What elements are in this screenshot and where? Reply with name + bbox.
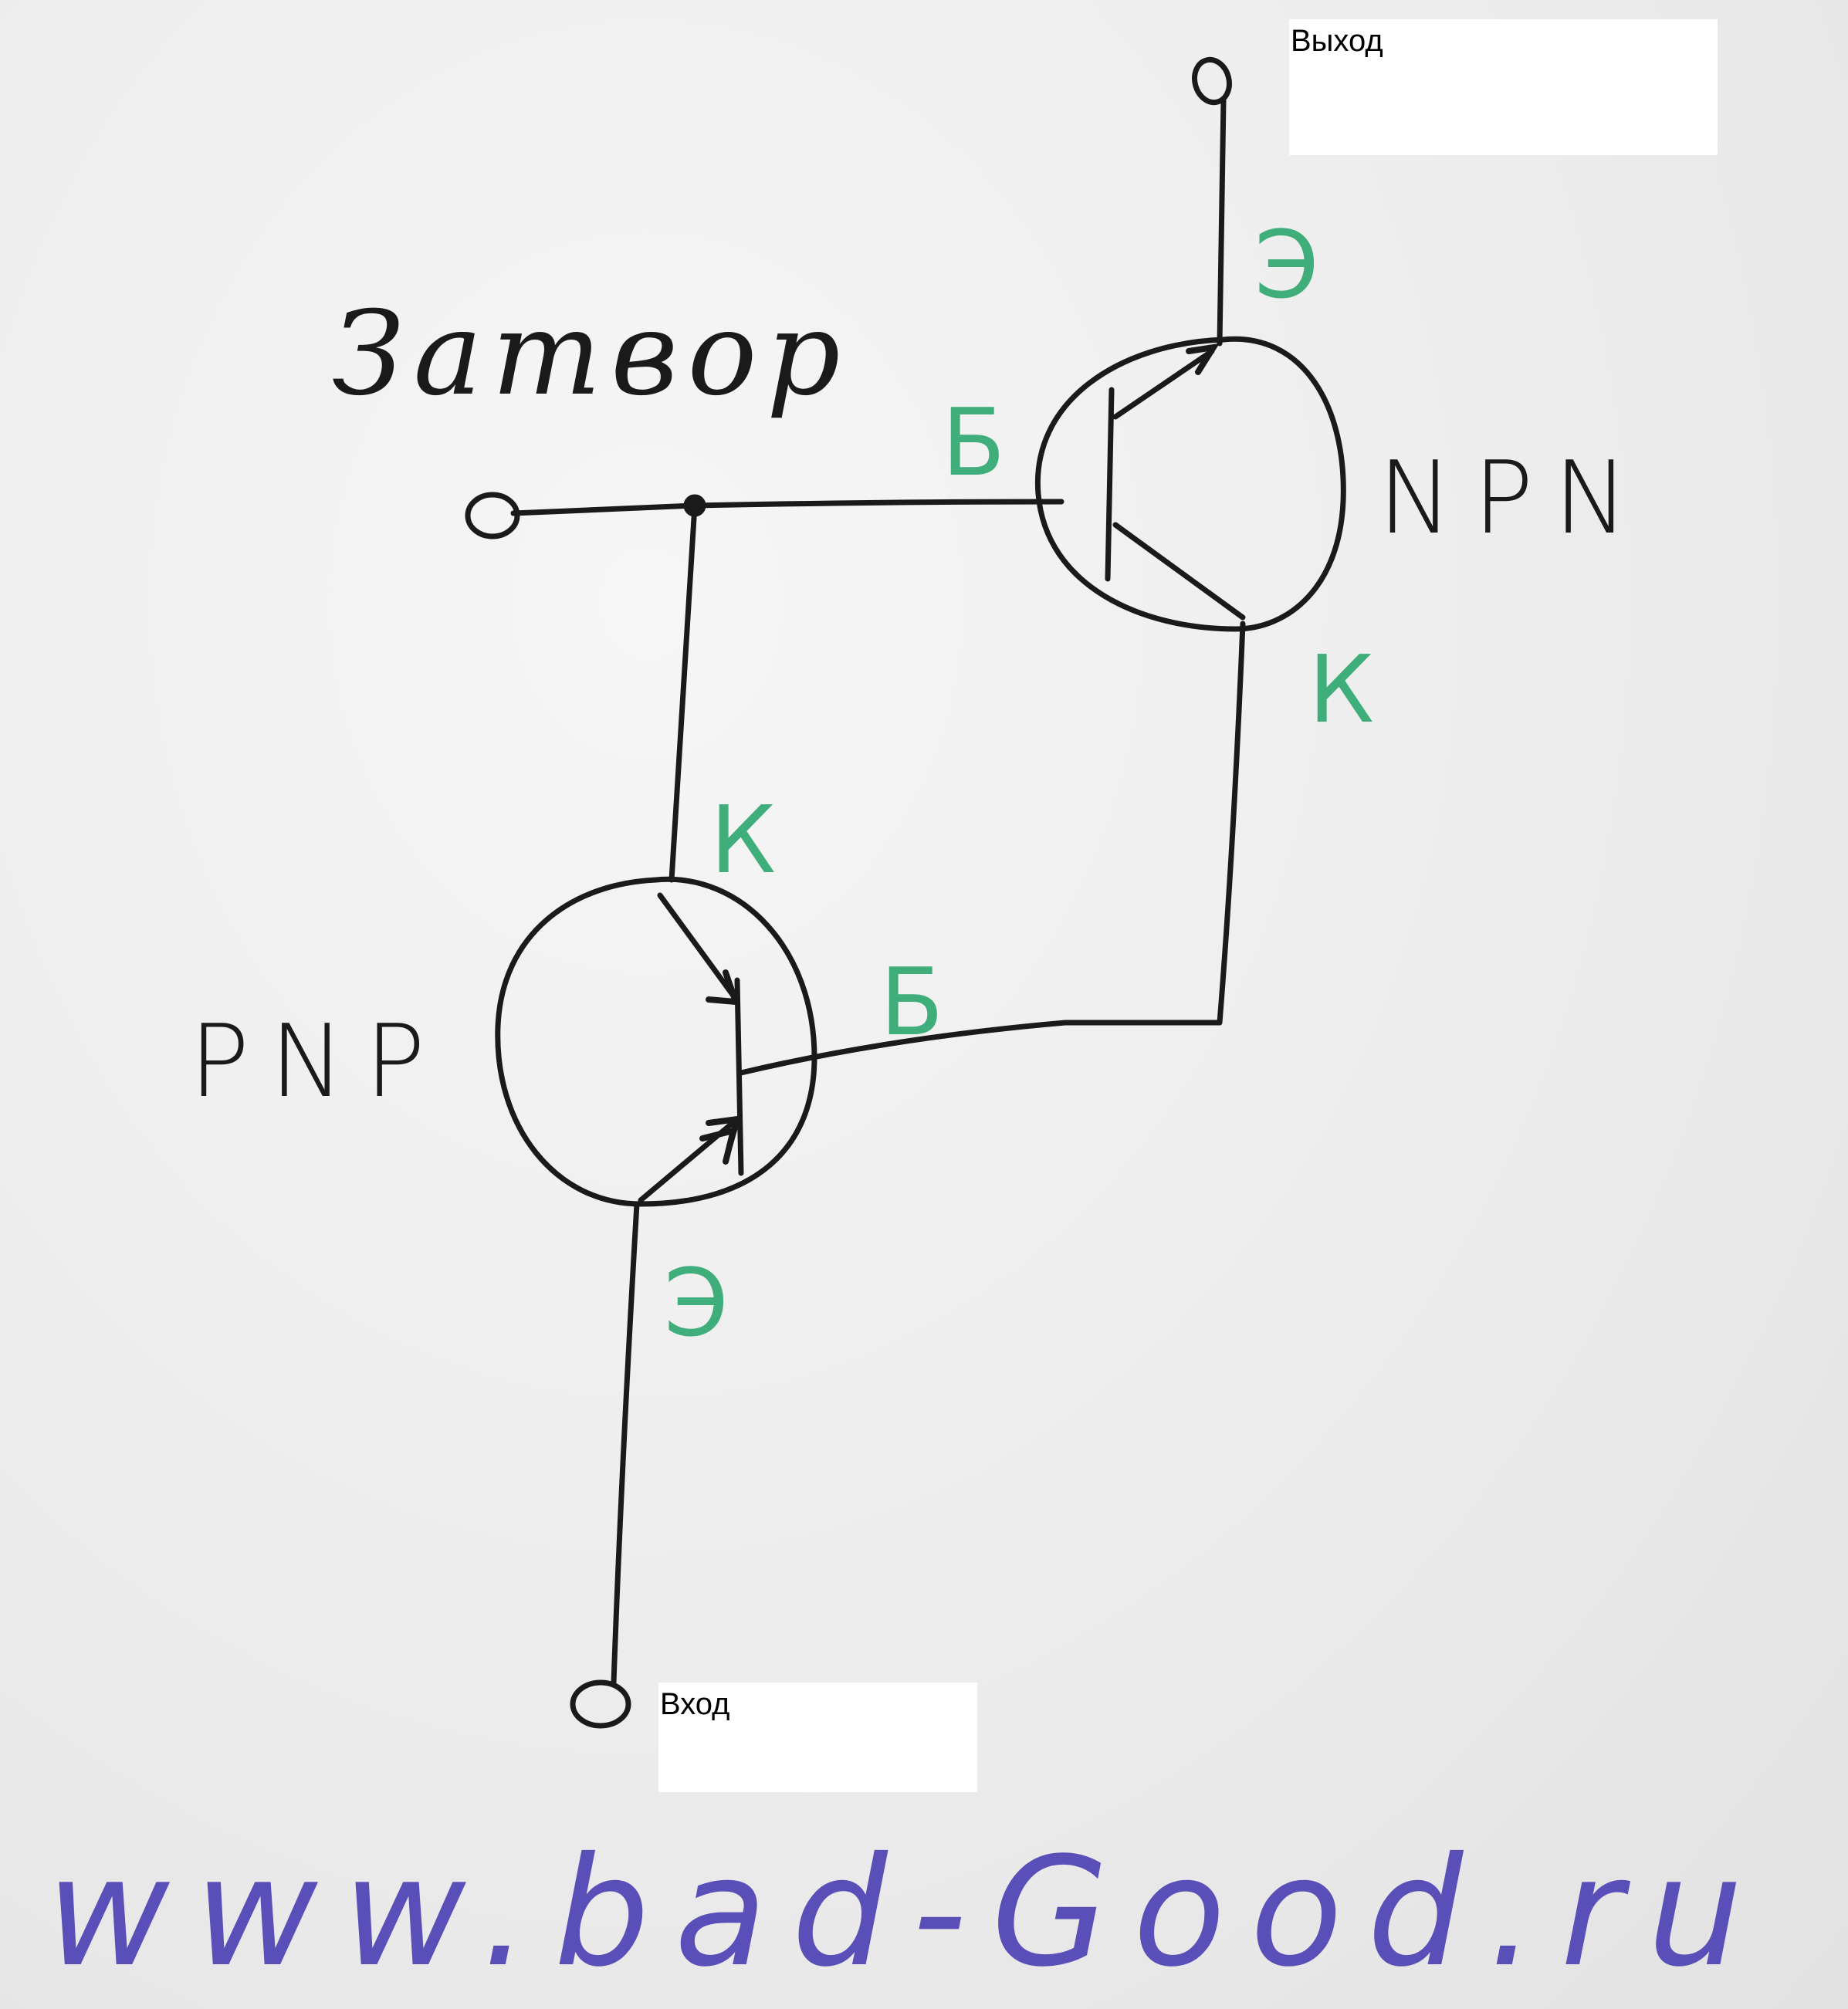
pnp-label: PNP <box>189 1003 445 1120</box>
pnp-emitter-arrow-icon-2 <box>699 1126 738 1165</box>
gate-wire <box>510 499 1064 516</box>
gate-terminal <box>465 492 520 539</box>
gate-junction-dot <box>683 494 706 517</box>
pnp-base-label: Б <box>880 949 943 1057</box>
npn-transistor <box>1034 336 1346 632</box>
npn-emitter-lead <box>1112 348 1215 420</box>
pnp-body-circle <box>495 876 817 1207</box>
npn-label: NPN <box>1378 439 1649 556</box>
black-labels: Затвор NPN PNP <box>189 287 1649 1120</box>
npn-base-bar <box>1105 387 1115 582</box>
input-label-box: Вход <box>658 1683 977 1792</box>
output-label-box: Выход <box>1289 19 1718 155</box>
output-label: Выход <box>1291 24 1383 58</box>
npn-collector-lead <box>1112 522 1246 621</box>
pnp-collector-lead <box>657 892 736 999</box>
npn-body-circle <box>1034 336 1346 632</box>
pnp-emitter-label: Э <box>664 1250 729 1358</box>
input-terminal <box>570 1679 631 1729</box>
pnp-base-bar <box>734 977 744 1176</box>
watermark-text: www.bad-Good.ru <box>46 1825 1768 2000</box>
terminals <box>465 56 1232 1729</box>
input-wire <box>611 1201 640 1686</box>
gate-to-pnp-collector-wire <box>668 502 698 883</box>
gate-label: Затвор <box>332 287 850 421</box>
npn-collector-label: К <box>1308 637 1374 744</box>
wires <box>510 97 1246 1686</box>
npn-emitter-arrow-icon <box>1186 343 1220 375</box>
pnp-collector-label: К <box>710 787 776 895</box>
npn-emitter-label: Э <box>1254 212 1319 320</box>
npn-base-label: Б <box>942 390 1005 497</box>
npn-collector-to-pnp-base-wire <box>738 621 1246 1076</box>
pnp-transistor <box>495 876 817 1207</box>
input-label: Вход <box>660 1687 730 1721</box>
pnp-collector-arrow-icon <box>706 969 740 1006</box>
output-wire <box>1217 97 1227 347</box>
output-terminal <box>1192 56 1232 106</box>
terminal-labels: Э Б К К Б Э <box>664 212 1374 1358</box>
